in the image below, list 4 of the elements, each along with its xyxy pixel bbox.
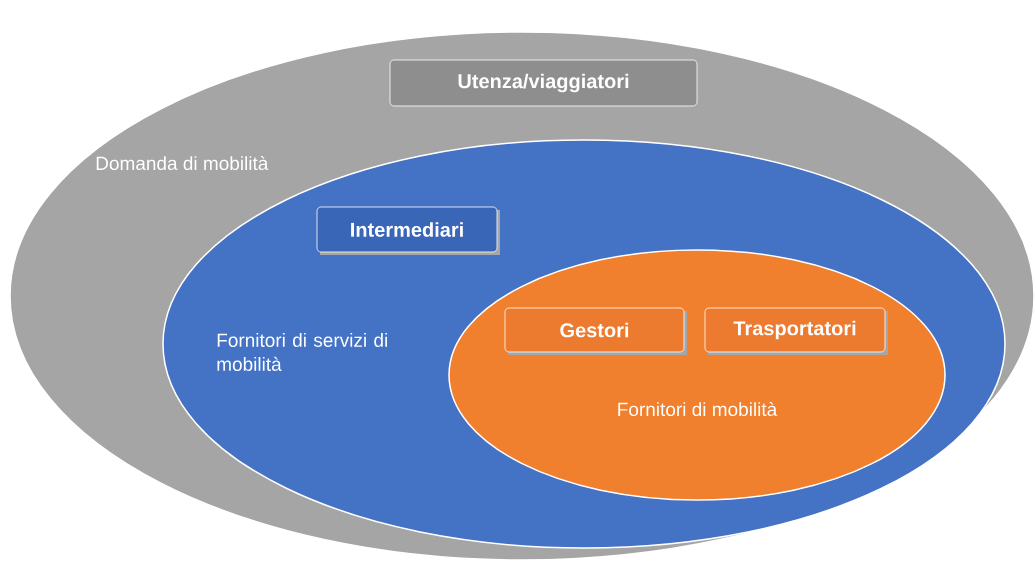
label-box: Trasportatori xyxy=(704,307,888,355)
label-box: Utenza/viaggiatori xyxy=(389,59,700,109)
label-box: Gestori xyxy=(504,307,687,355)
label-box: Intermediari xyxy=(316,206,500,255)
